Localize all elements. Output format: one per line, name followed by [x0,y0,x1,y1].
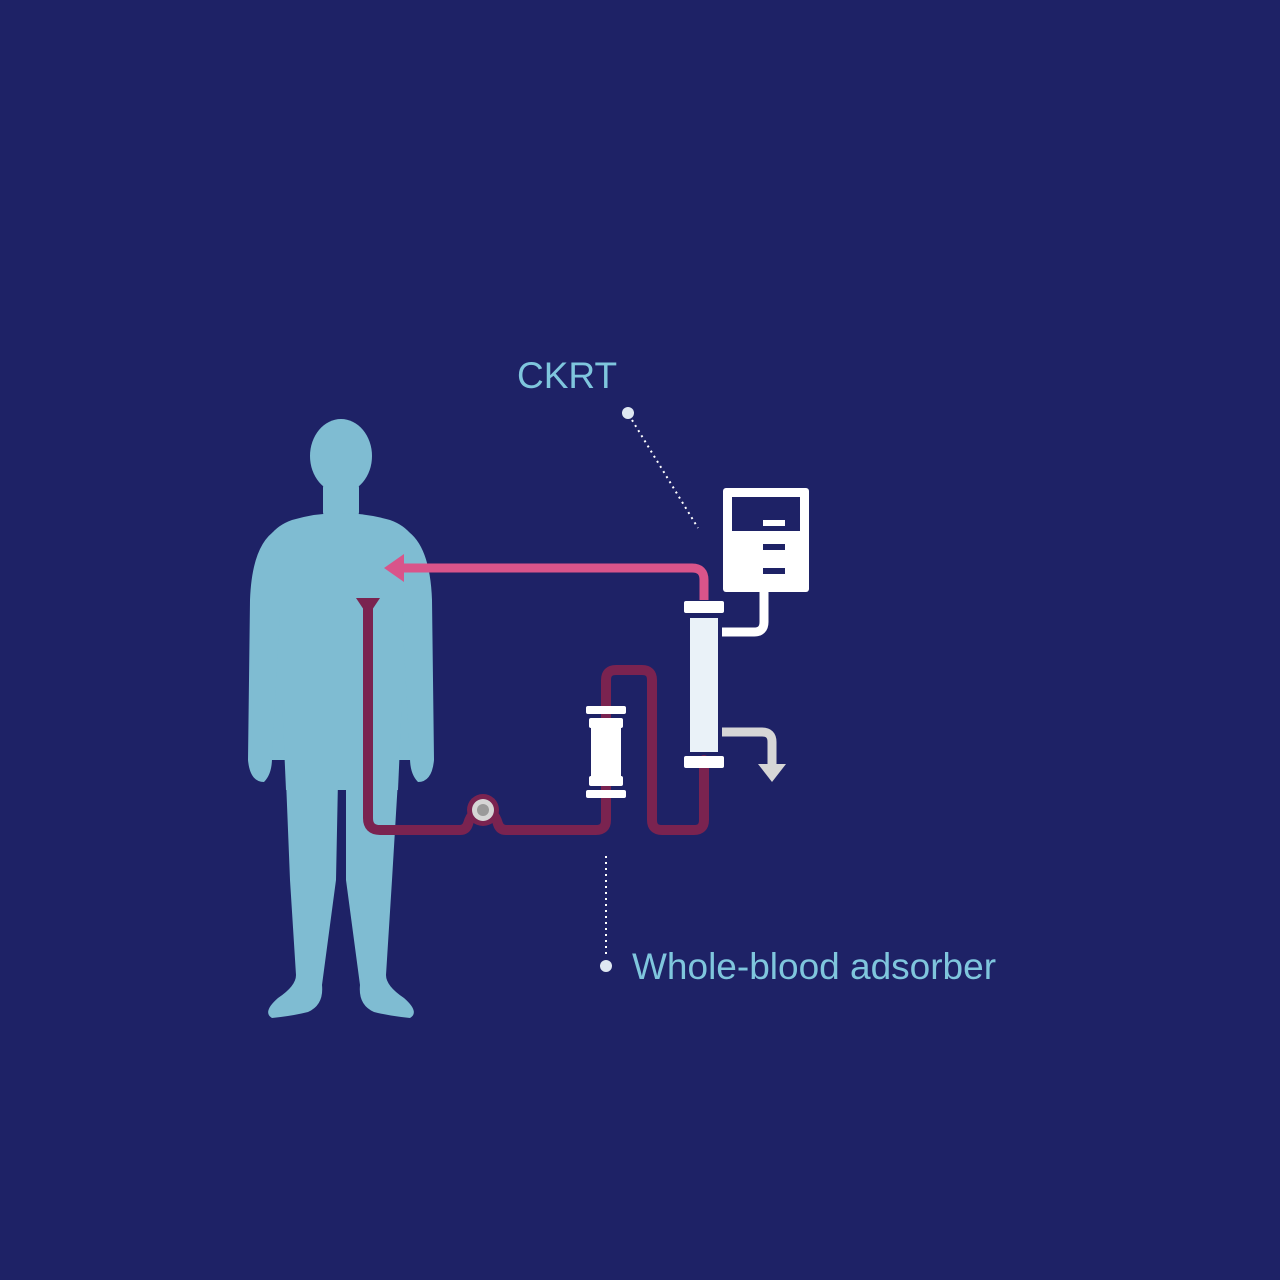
adsorber-leader-line [600,856,612,972]
dialysate-line [722,588,769,637]
return-tubing [398,563,709,600]
draw-tubing [363,603,709,835]
draw-line [356,598,709,835]
return-line [384,554,709,600]
hemofilter-icon [684,601,724,768]
blood-pump-icon [467,794,499,826]
effluent-arrowhead [758,764,786,782]
human-body-icon [248,419,434,1018]
ckrt-label: CKRT [517,355,618,396]
effluent-line [722,727,786,782]
return-arrowhead [384,554,404,582]
access-arrowhead [356,598,380,616]
ckrt-leader-line [622,407,699,529]
ckrt-machine-icon [723,488,809,592]
adsorber-label: Whole-blood adsorber [632,946,997,987]
adsorber-cartridge-icon [586,706,626,798]
